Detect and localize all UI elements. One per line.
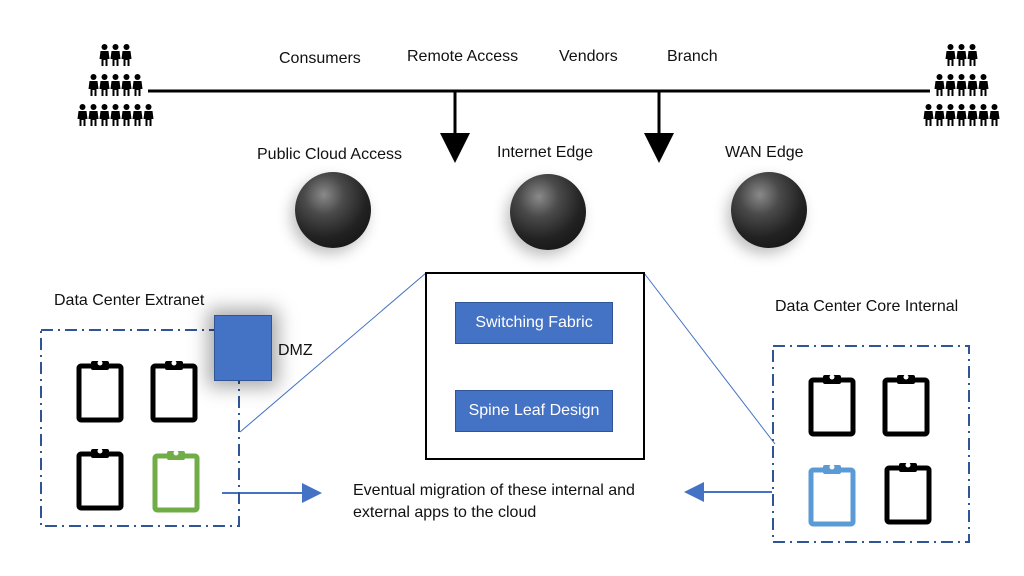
extranet-box bbox=[40, 329, 240, 527]
label-branch: Branch bbox=[667, 48, 718, 65]
migration-line-2: external apps to the cloud bbox=[353, 504, 537, 521]
label-consumers: Consumers bbox=[279, 50, 361, 67]
diag-right bbox=[643, 272, 776, 445]
clipboard-icon bbox=[76, 360, 124, 423]
migration-caption: Eventual migration of these internal and… bbox=[353, 480, 635, 524]
clipboard-icon bbox=[150, 360, 198, 423]
dmz-block bbox=[214, 315, 272, 381]
clipboard-icon bbox=[882, 374, 930, 437]
switching-fabric-block: Switching Fabric bbox=[455, 302, 613, 344]
spine-leaf-block: Spine Leaf Design bbox=[455, 390, 613, 432]
label-wan-edge: WAN Edge bbox=[725, 144, 804, 161]
label-vendors: Vendors bbox=[559, 48, 618, 65]
clipboard-icon bbox=[808, 464, 856, 527]
diag-left bbox=[239, 272, 427, 433]
core-box bbox=[772, 345, 970, 543]
dmz-label: DMZ bbox=[278, 342, 313, 359]
people-group-right-icon bbox=[923, 44, 1000, 126]
wan-edge-sphere-icon bbox=[731, 172, 807, 248]
switching-box: Switching Fabric Spine Leaf Design bbox=[425, 272, 645, 460]
clipboard-icon bbox=[152, 450, 200, 513]
label-internet-edge: Internet Edge bbox=[497, 144, 594, 161]
clipboard-icon bbox=[884, 462, 932, 525]
label-public-cloud-access: Public Cloud Access bbox=[257, 146, 402, 163]
clipboard-icon bbox=[808, 374, 856, 437]
label-remote-access: Remote Access bbox=[407, 48, 519, 65]
clipboard-icon bbox=[76, 448, 124, 511]
core-title: Data Center Core Internal bbox=[775, 298, 959, 315]
extranet-title: Data Center Extranet bbox=[54, 292, 205, 309]
public-cloud-sphere-icon bbox=[295, 172, 371, 248]
people-group-left-icon bbox=[77, 44, 154, 126]
migration-line-1: Eventual migration of these internal and bbox=[353, 482, 635, 499]
internet-edge-sphere-icon bbox=[510, 174, 586, 250]
